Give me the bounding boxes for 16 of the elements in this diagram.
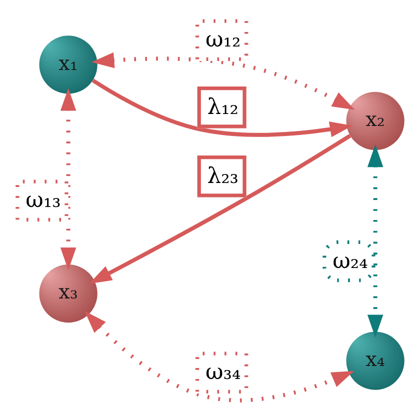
arrow [367,144,384,338]
edge-label: λ₂₃ [207,164,239,189]
arrow [89,134,352,284]
edge-label: ω₃₄ [205,360,241,386]
arrow [92,52,355,110]
edge-label: ω₁₃ [26,188,61,214]
edge-label: λ₁₂ [207,94,239,120]
arrow [60,88,76,270]
node-circle: x₁ [39,36,98,94]
arrow [84,311,354,402]
node-circle: x₄ [346,332,404,390]
edge-label: ω₂₄ [332,248,368,274]
edge-label: ω₁₂ [205,28,241,53]
node-circle: x₂ [346,92,404,150]
arrow [92,78,352,138]
node-circle: x₃ [39,264,98,323]
